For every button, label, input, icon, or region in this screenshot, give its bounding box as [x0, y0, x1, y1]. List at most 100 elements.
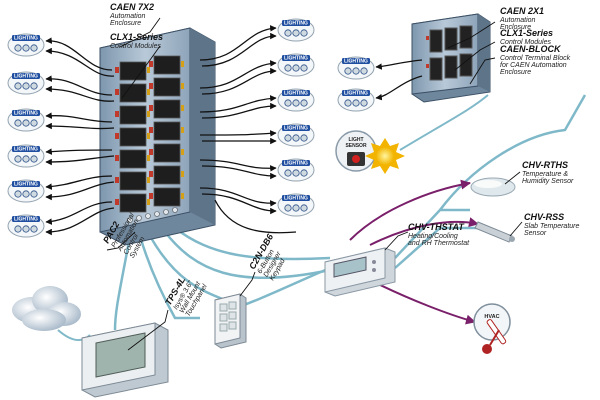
bulb-icon: [352, 99, 360, 107]
module-terminal: [147, 155, 150, 161]
bulb-icon: [300, 29, 308, 37]
network-wiring: [113, 94, 587, 331]
lighting-wire: [201, 67, 277, 95]
lighting-wire: [214, 199, 297, 234]
bulb-icon: [284, 99, 292, 107]
lighting-badge: [12, 146, 40, 152]
lighting-fixture: LIGHTING: [7, 108, 45, 132]
control-module: [153, 99, 181, 119]
lighting-badge: [12, 216, 40, 222]
control-module: [153, 143, 181, 163]
component-description: Heating/Cooling: [408, 233, 458, 240]
bulb-icon: [352, 67, 360, 75]
module-terminal: [149, 61, 153, 67]
lighting-wire: [375, 75, 423, 101]
module-terminal: [149, 193, 153, 199]
module-terminal: [115, 133, 119, 139]
lighting-badge: [282, 90, 310, 96]
module-terminal: [115, 67, 119, 73]
light-sensor-label-2: SENSOR: [345, 143, 367, 149]
lighting-label: LIGHTING: [14, 74, 38, 80]
lighting-label: LIGHTING: [14, 147, 38, 153]
terminal-connector: [136, 215, 142, 221]
terminal-connector: [172, 207, 178, 213]
component-description: and RH Thermostat: [408, 240, 470, 247]
module-terminal: [149, 149, 153, 155]
bulb-icon: [22, 190, 30, 198]
lighting-wire: [45, 155, 115, 166]
bulb-icon: [30, 119, 38, 127]
lighting-wire: [199, 25, 277, 61]
component-description: Automation: [499, 17, 536, 24]
lighting-badge: [282, 125, 310, 131]
light-sensor: LIGHT SENSOR: [335, 130, 377, 172]
bulb-icon: [344, 99, 352, 107]
lighting-label: LIGHTING: [284, 161, 308, 167]
control-module: [119, 149, 147, 169]
lighting-fixture: LIGHTING: [337, 88, 375, 112]
bulb-icon: [14, 190, 22, 198]
bulb-icon: [14, 225, 22, 233]
lighting-badge: [12, 35, 40, 41]
lighting-fixture: LIGHTING: [277, 88, 315, 112]
module-terminal: [149, 171, 153, 177]
component-title: CAEN-BLOCK: [500, 44, 562, 54]
component-title: CAEN 7X2: [110, 2, 154, 12]
module-terminal: [181, 105, 184, 111]
lighting-wire: [201, 165, 277, 180]
terminal-connector: [163, 209, 169, 215]
cloud-icon: [12, 286, 81, 331]
module-terminal: [115, 177, 119, 183]
lighting-wire: [375, 59, 423, 70]
lighting-label: LIGHTING: [14, 217, 38, 223]
component-title: CHV-RTHS: [522, 160, 568, 170]
lighting-fixture: LIGHTING: [277, 18, 315, 42]
bulb-icon: [292, 169, 300, 177]
bulb-icon: [300, 204, 308, 212]
terminal-connector: [127, 217, 133, 223]
bulb-icon: [22, 225, 30, 233]
control-module: [119, 61, 147, 81]
component-description: for CAEN Automation: [500, 62, 567, 69]
lighting-fixture: LIGHTING: [277, 123, 315, 147]
bulb-icon: [284, 29, 292, 37]
lighting-wires-right: [199, 25, 423, 234]
lighting-label: LIGHTING: [14, 182, 38, 188]
bulb-icon: [22, 155, 30, 163]
clx1-module-bank-right: [426, 25, 473, 81]
lighting-badge: [342, 90, 370, 96]
component-title: CLX1-Series: [110, 32, 163, 42]
lighting-wire: [201, 102, 277, 119]
bulb-icon: [360, 67, 368, 75]
component-title: CLX1-Series: [500, 28, 553, 38]
component-title: CAEN 2X1: [500, 6, 544, 16]
component-description: Control Terminal Block: [500, 55, 571, 62]
lighting-label: LIGHTING: [284, 196, 308, 202]
lighting-wire: [199, 159, 277, 172]
control-module: [153, 165, 181, 185]
lighting-label: LIGHTING: [284, 126, 308, 132]
bulb-icon: [300, 99, 308, 107]
module-terminal: [147, 133, 150, 139]
lighting-wire: [45, 207, 115, 236]
component-description: Humidity Sensor: [522, 178, 574, 185]
lighting-badge: [282, 160, 310, 166]
lighting-fixture: LIGHTING: [277, 193, 315, 217]
lighting-label: LIGHTING: [284, 56, 308, 62]
module-terminal: [149, 127, 153, 133]
bulb-icon: [30, 82, 38, 90]
bulb-icon: [300, 169, 308, 177]
lighting-wire: [45, 75, 113, 96]
lighting-wire: [201, 193, 277, 215]
bulb-icon: [284, 64, 292, 72]
component-description: Slab Temperature: [524, 223, 579, 230]
bulb-icon: [22, 119, 30, 127]
lighting-fixture: LIGHTING: [337, 56, 375, 80]
bulb-icon: [292, 204, 300, 212]
module-terminal: [147, 89, 150, 95]
bulb-icon: [30, 44, 38, 52]
lighting-fixture: LIGHTING: [7, 71, 45, 95]
control-module: [153, 55, 181, 75]
